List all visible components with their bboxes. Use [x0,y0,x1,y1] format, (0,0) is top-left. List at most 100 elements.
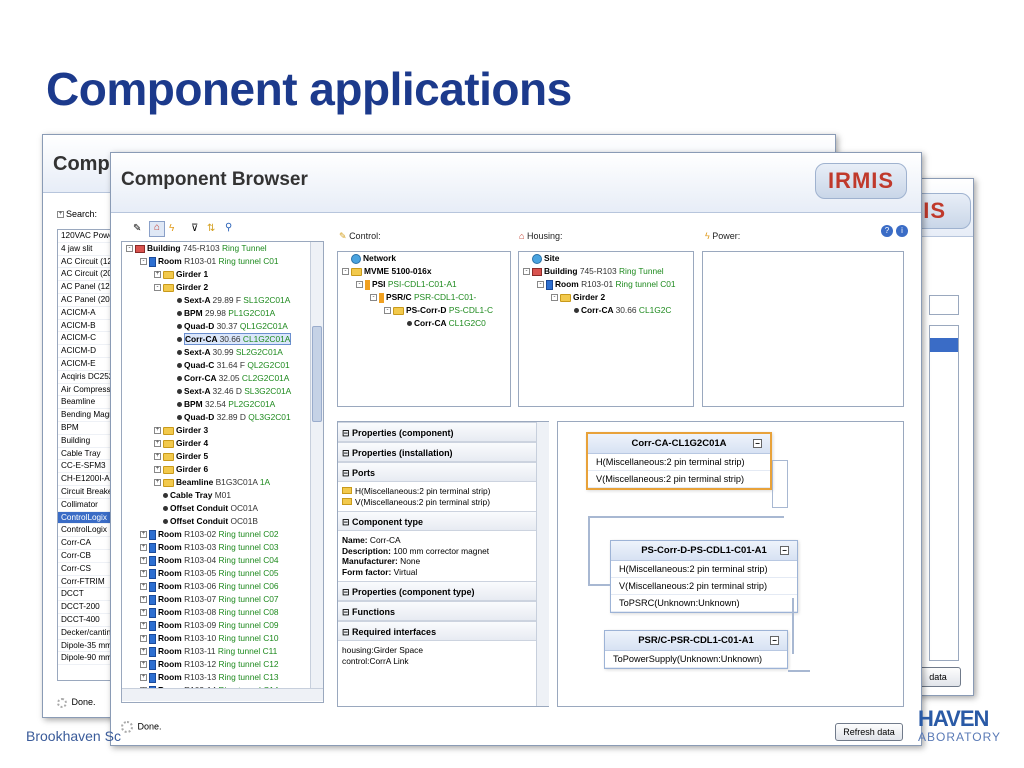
filter-icon[interactable]: ⊽ [191,223,199,234]
property-section-header[interactable]: ⊟ Properties (component) [338,422,548,442]
list-item[interactable]: Corr-CA [58,537,114,550]
tree-row[interactable]: Sext-A 29.89 F SL1G2C01A [122,294,323,307]
tree-row[interactable]: +Room R103-09 Ring tunnel C09 [122,619,323,632]
expand-icon[interactable]: + [140,531,147,539]
housing-location-tree[interactable]: Site -Building 745-R103 Ring Tunnel-Room… [518,251,694,407]
list-item[interactable]: Circuit Breake [58,486,114,499]
right-list[interactable] [929,325,959,661]
tree-row[interactable]: Sext-A 32.46 D SL3G2C01A [122,385,323,398]
expand-icon[interactable]: - [356,281,363,289]
diagram-port[interactable]: V(Miscellaneous:2 pin terminal strip) [588,471,770,488]
list-item[interactable]: Beamline [58,396,114,410]
list-item[interactable]: Dipole-35 mm [58,640,114,653]
list-item[interactable]: Decker/cantin [58,627,114,640]
help-icon[interactable]: ? [881,225,893,237]
tree-row[interactable]: +Girder 4 [122,437,323,450]
list-item[interactable]: ACICM-B [58,320,114,333]
properties-panel[interactable]: ⊟ Properties (component)⊟ Properties (in… [337,421,549,707]
tree-scrollbar[interactable] [310,242,323,688]
tree-row[interactable]: +Room R103-13 Ring tunnel C13 [122,671,323,684]
connection-diagram[interactable]: Corr-CA-CL1G2C01A−H(Miscellaneous:2 pin … [557,421,904,707]
tree-row[interactable]: Sext-A 30.99 SL2G2C01A [122,346,323,359]
diagram-port[interactable]: ToPowerSupply(Unknown:Unknown) [605,651,787,668]
tree-row[interactable]: Corr-CA 30.66 CL1G2C01A [122,333,323,346]
tree-row[interactable]: Corr-CA 30.66 CL1G2C [519,304,693,317]
tree-row[interactable]: Offset Conduit OC01B [122,515,323,528]
tree-row[interactable]: +Girder 6 [122,463,323,476]
list-item[interactable]: ACICM-D [58,345,114,358]
list-item[interactable]: Bending Magn [58,409,114,422]
expand-icon[interactable]: - [342,268,349,276]
list-item[interactable]: AC Circuit (12 [58,256,114,269]
list-item[interactable]: ACICM-C [58,332,114,346]
expand-icon[interactable]: + [140,596,147,604]
expand-icon[interactable]: + [140,544,147,552]
diagram-port[interactable]: V(Miscellaneous:2 pin terminal strip) [611,578,797,595]
expand-icon[interactable]: + [140,635,147,643]
tree-row[interactable]: +Beamline B1G3C01A 1A [122,476,323,489]
list-item[interactable]: Air Compress [58,384,114,397]
property-section-header[interactable]: ⊟ Ports [338,462,548,482]
collapse-icon[interactable]: − [770,636,779,645]
pencil-icon[interactable]: ✎ [133,223,142,234]
diagram-node[interactable]: Corr-CA-CL1G2C01A−H(Miscellaneous:2 pin … [586,432,772,490]
list-item[interactable]: Building [58,435,114,448]
expand-icon[interactable]: + [140,648,147,656]
tree-row[interactable]: Corr-CA CL1G2C0 [338,317,510,330]
tree-row[interactable]: Network [338,252,510,265]
tree-row[interactable]: -PSI PSI-CDL1-C01-A1 [338,278,510,291]
expand-icon[interactable]: + [154,427,161,435]
tree-row[interactable]: +Room R103-05 Ring tunnel C05 [122,567,323,580]
tree-row[interactable]: -Room R103-01 Ring tunnel C01 [122,255,323,268]
tree-row[interactable]: Quad-C 31.64 F QL2G2C01 [122,359,323,372]
expand-icon[interactable]: + [140,570,147,578]
expand-icon[interactable]: + [140,674,147,682]
tree-row[interactable]: -Building 745-R103 Ring Tunnel [519,265,693,278]
diagram-port[interactable]: H(Miscellaneous:2 pin terminal strip) [611,561,797,578]
diagram-port[interactable]: H(Miscellaneous:2 pin terminal strip) [588,454,770,471]
list-item[interactable]: Corr-CS [58,563,114,576]
list-item[interactable]: BPM [58,422,114,435]
tree-row[interactable]: +Room R103-10 Ring tunnel C10 [122,632,323,645]
list-item[interactable]: Cable Tray [58,448,114,461]
property-section-header[interactable]: ⊟ Required interfaces [338,621,548,641]
list-item[interactable]: Corr-FTRIM [58,576,114,589]
expand-icon[interactable]: + [154,453,161,461]
expand-icon[interactable]: - [370,294,377,302]
expand-icon[interactable]: + [154,466,161,474]
tree-row[interactable]: +Girder 5 [122,450,323,463]
list-item[interactable]: CC-E-SFM3 [58,460,114,474]
expand-icon[interactable]: - [140,258,147,266]
tree-row[interactable]: -Girder 2 [519,291,693,304]
expand-icon[interactable]: - [154,284,161,292]
tree-row[interactable]: BPM 29.98 PL1G2C01A [122,307,323,320]
list-item[interactable]: Acqiris DC252 [58,371,114,384]
list-item[interactable]: AC Panel (120 [58,281,114,294]
expand-icon[interactable]: - [551,294,558,302]
tree-row[interactable]: -PSR/C PSR-CDL1-C01- [338,291,510,304]
tree-row[interactable]: +Room R103-03 Ring tunnel C03 [122,541,323,554]
tree-row[interactable]: +Room R103-06 Ring tunnel C06 [122,580,323,593]
tree-row[interactable]: -MVME 5100-016x [338,265,510,278]
property-section-header[interactable]: ⊟ Properties (component type) [338,581,548,601]
list-item[interactable]: DCCT [58,588,114,602]
property-section-header[interactable]: ⊟ Component type [338,511,548,531]
list-item[interactable]: CH-E1200I-A [58,473,114,486]
tree-row[interactable]: Corr-CA 32.05 CL2G2C01A [122,372,323,385]
tree-row[interactable]: +Girder 1 [122,268,323,281]
list-item[interactable]: 4 jaw slit [58,243,114,256]
expand-icon[interactable]: + [140,583,147,591]
tree-row[interactable]: +Room R103-04 Ring tunnel C04 [122,554,323,567]
tree-row[interactable]: +Girder 3 [122,424,323,437]
diagram-node[interactable]: PSR/C-PSR-CDL1-C01-A1−ToPowerSupply(Unkn… [604,630,788,669]
property-section-header[interactable]: ⊟ Properties (installation) [338,442,548,462]
refresh-data-button[interactable]: Refresh data [835,723,903,741]
tree-row[interactable]: -PS-Corr-D PS-CDL1-C [338,304,510,317]
expand-icon[interactable]: + [57,211,64,219]
power-tree[interactable] [702,251,904,407]
housing-icon[interactable]: ⌂ [149,221,165,237]
tree-row[interactable]: -Building 745-R103 Ring Tunnel [122,242,323,255]
list-item[interactable]: DCCT-200 [58,601,114,614]
list-item[interactable]: 120VAC Powe [58,230,114,243]
